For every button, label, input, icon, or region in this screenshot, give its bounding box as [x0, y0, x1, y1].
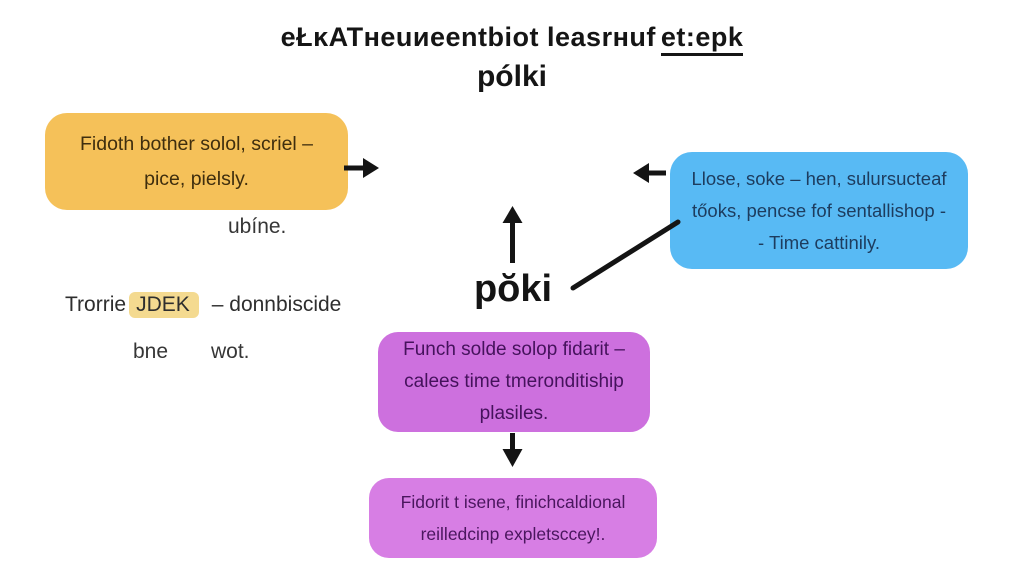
- node-purple-top-line3: plasiles.: [479, 403, 549, 424]
- annotation-trorrie-suffix: – donnbiscide: [211, 293, 342, 316]
- arrow-down-icon: [502, 433, 523, 467]
- annotation-wot: wot.: [211, 340, 250, 363]
- node-blue-line1: Llose, soke – hen, sulursucteaf: [691, 167, 947, 189]
- node-blue-line2: tőoks, pencse fof sentallishop -: [691, 199, 946, 221]
- annotation-bne: bne: [133, 340, 169, 363]
- node-orange: Fidoth bother solol, scriel – pice, piel…: [45, 113, 348, 210]
- arrow-up-icon: [502, 206, 523, 263]
- node-purple-top: Funch solde solop fidarit – calees time …: [378, 332, 650, 432]
- center-node-label: pŏki: [473, 268, 553, 310]
- page-title-underlined-part: et:epk: [660, 22, 744, 56]
- page-subtitle: pólki: [476, 60, 547, 93]
- annotation-trorrie-prefix: Trorrie: [65, 293, 127, 316]
- node-purple-bottom-line1: Fidorit t isene, finichcaldional: [400, 492, 626, 512]
- node-purple-top-line1: Funch solde solop fidarit –: [403, 339, 625, 360]
- node-orange-line2: pice, pielsly.: [144, 167, 249, 190]
- arrow-right-icon: [344, 158, 379, 178]
- node-purple-top-line2: calees time tmeronditiship: [404, 371, 624, 392]
- node-blue: Llose, soke – hen, sulursucteaf tőoks, p…: [670, 152, 968, 269]
- connector-diagonal-line: [570, 219, 681, 291]
- node-purple-bottom-line2: reilledcinp expletsccey!.: [420, 524, 606, 544]
- arrow-left-icon: [633, 163, 666, 183]
- page-title-text: eŁĸATʜeuиeentbiot leasrʜuf: [280, 22, 656, 52]
- node-orange-line1: Fidoth bother solol, scriel –: [79, 132, 314, 155]
- annotation-ubine: ubíne.: [228, 215, 287, 238]
- node-purple-bottom: Fidorit t isene, finichcaldional reilled…: [369, 478, 657, 558]
- annotation-trorrie-highlight: JDEK: [129, 292, 199, 318]
- node-blue-line3: - Time cattinily.: [758, 231, 880, 253]
